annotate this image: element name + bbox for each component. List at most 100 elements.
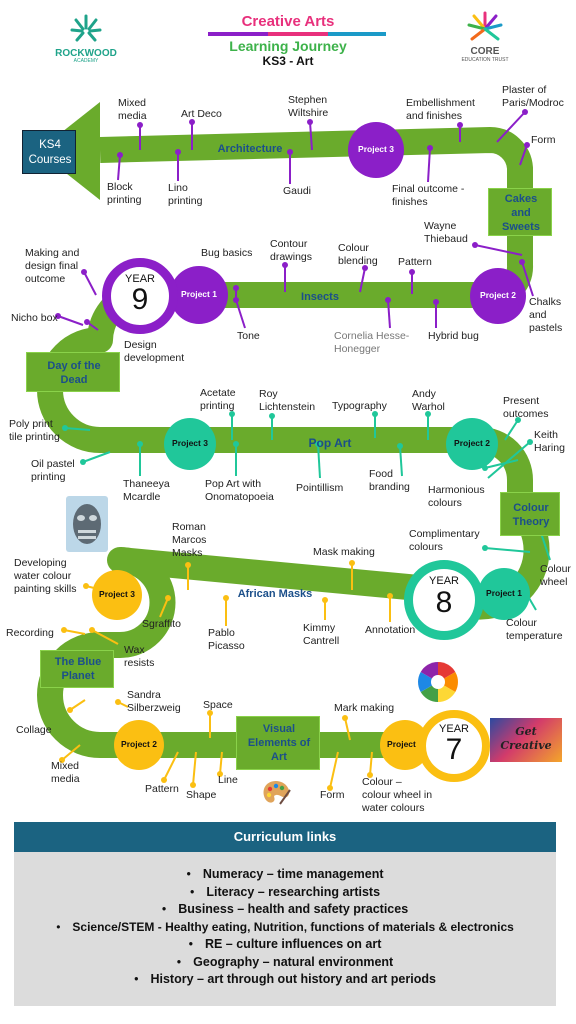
topic-connector <box>309 121 313 151</box>
colour-wheel-image-icon <box>412 656 464 708</box>
curriculum-item: History – art through out history and ar… <box>14 971 556 989</box>
topic-connector <box>163 751 179 781</box>
station-pop-art: Pop Art <box>308 436 352 450</box>
topic-connector <box>83 271 97 296</box>
topic-wayne-thiebaud: Wayne Thiebaud <box>424 220 468 245</box>
topic-recording: Recording <box>6 627 54 639</box>
topic-shape: Shape <box>186 789 217 801</box>
topic-connector <box>64 427 91 431</box>
topic-colour-wheel: Colour wheel <box>540 563 571 588</box>
topic-kimmy-cantrell: Kimmy Cantrell <box>303 622 340 647</box>
station-african-masks: African Masks <box>237 588 313 600</box>
topic-connector <box>387 299 391 329</box>
topic-connector <box>63 629 86 635</box>
topic-colour-blending: Colour blending <box>338 242 378 267</box>
topic-embellishment: Embellishment and finishes <box>406 97 475 122</box>
topic-dot <box>161 777 167 783</box>
topic-dot <box>89 627 95 633</box>
topic-roy-lichtenstein: Roy Lichtenstein <box>259 388 316 413</box>
topic-connector <box>487 441 531 479</box>
topic-space: Space <box>203 699 233 711</box>
station-blue-planet-label: The Blue Planet <box>54 656 102 682</box>
topic-dot <box>61 627 67 633</box>
topic-complimentary: Complimentary colours <box>409 528 480 553</box>
topic-connector <box>504 419 519 441</box>
topic-connector <box>427 147 431 183</box>
project-label: Project 2 <box>121 739 157 749</box>
project-circle-y8-p1: Project 1 <box>478 568 530 620</box>
project-circle-y8-p3: Project 3 <box>164 418 216 470</box>
topic-connector <box>399 445 403 477</box>
topic-design-development: Design development <box>124 339 185 364</box>
year-word: YEAR <box>429 575 459 587</box>
topic-dot <box>223 595 229 601</box>
topic-art-deco: Art Deco <box>181 108 222 120</box>
project-circle-y9-p2: Project 2 <box>470 268 526 324</box>
topic-dot <box>409 269 415 275</box>
topic-pattern-insects: Pattern <box>398 256 432 268</box>
topic-dot <box>522 109 528 115</box>
station-colour-theory-label: Colour Theory <box>512 502 550 528</box>
topic-colour-temperature: Colour temperature <box>506 617 563 642</box>
topic-dot <box>322 597 328 603</box>
topic-dot <box>233 297 239 303</box>
key-stage: KS3 - Art <box>262 54 314 68</box>
topic-food-branding: Food branding <box>369 468 410 493</box>
topic-dot <box>387 593 393 599</box>
topic-dot <box>397 443 403 449</box>
curriculum-item: Geography – natural environment <box>14 954 556 972</box>
topic-connector <box>519 144 528 166</box>
topic-form-top: Form <box>531 134 556 146</box>
topic-connector <box>159 597 169 618</box>
core-logo-icon <box>467 11 503 41</box>
topic-dot <box>282 262 288 268</box>
topic-annotation: Annotation <box>365 624 416 636</box>
page-title: Creative Arts <box>241 13 335 30</box>
station-architecture: Architecture <box>217 143 283 155</box>
project-circle-y9-p3: Project 3 <box>348 122 404 178</box>
topic-typography: Typography <box>332 400 387 412</box>
topic-connector <box>484 547 531 553</box>
station-cakes-label: Cakes and Sweets <box>502 193 540 233</box>
topic-connector <box>69 699 86 711</box>
topic-dot <box>433 299 439 305</box>
topic-dot <box>327 785 333 791</box>
topic-bug-basics: Bug basics <box>201 247 253 259</box>
topic-connector <box>61 744 81 761</box>
project-circle-y7-p2: Project 2 <box>114 720 164 770</box>
topic-dot <box>115 699 121 705</box>
station-box-blue-planet: The Blue Planet <box>40 650 114 688</box>
topic-dot <box>67 707 73 713</box>
topic-dot <box>527 439 533 445</box>
curriculum-links-list: Numeracy – time management Literacy – re… <box>14 866 556 989</box>
topic-connector <box>496 111 526 143</box>
get-creative-text: Get Creative <box>500 725 552 752</box>
topic-tone: Tone <box>237 330 260 342</box>
title-rule <box>208 32 386 36</box>
year-9-badge: YEAR 9 <box>102 258 178 334</box>
year-word: YEAR <box>125 273 155 285</box>
topic-dot <box>229 411 235 417</box>
topic-connector <box>344 717 351 741</box>
topic-dot <box>175 149 181 155</box>
year-7-badge: YEAR 7 <box>418 710 490 782</box>
topic-pointillism: Pointillism <box>296 482 344 494</box>
topic-collage: Collage <box>16 724 52 736</box>
topic-poly-print: Poly print tile printing <box>9 418 60 443</box>
topic-dot <box>233 441 239 447</box>
topic-dot <box>269 413 275 419</box>
topic-chalks-pastels: Chalks and pastels <box>529 296 563 334</box>
topic-dot <box>233 285 239 291</box>
topic-dot <box>117 152 123 158</box>
mask-image-icon <box>66 496 108 552</box>
topic-dot <box>349 560 355 566</box>
topic-plaster: Plaster of Paris/Modroc <box>502 84 564 109</box>
topic-connector <box>359 267 366 293</box>
topic-mask-making: Mask making <box>313 546 375 558</box>
topic-dot <box>185 562 191 568</box>
curriculum-item: Science/STEM - Healthy eating, Nutrition… <box>14 919 556 937</box>
topic-stephen-wiltshire: Stephen Wiltshire <box>288 94 329 119</box>
topic-cornelia: Cornelia Hesse- Honegger <box>334 330 410 355</box>
topic-wax-resists: Wax resists <box>124 644 155 669</box>
curriculum-item: Literacy – researching artists <box>14 884 556 902</box>
